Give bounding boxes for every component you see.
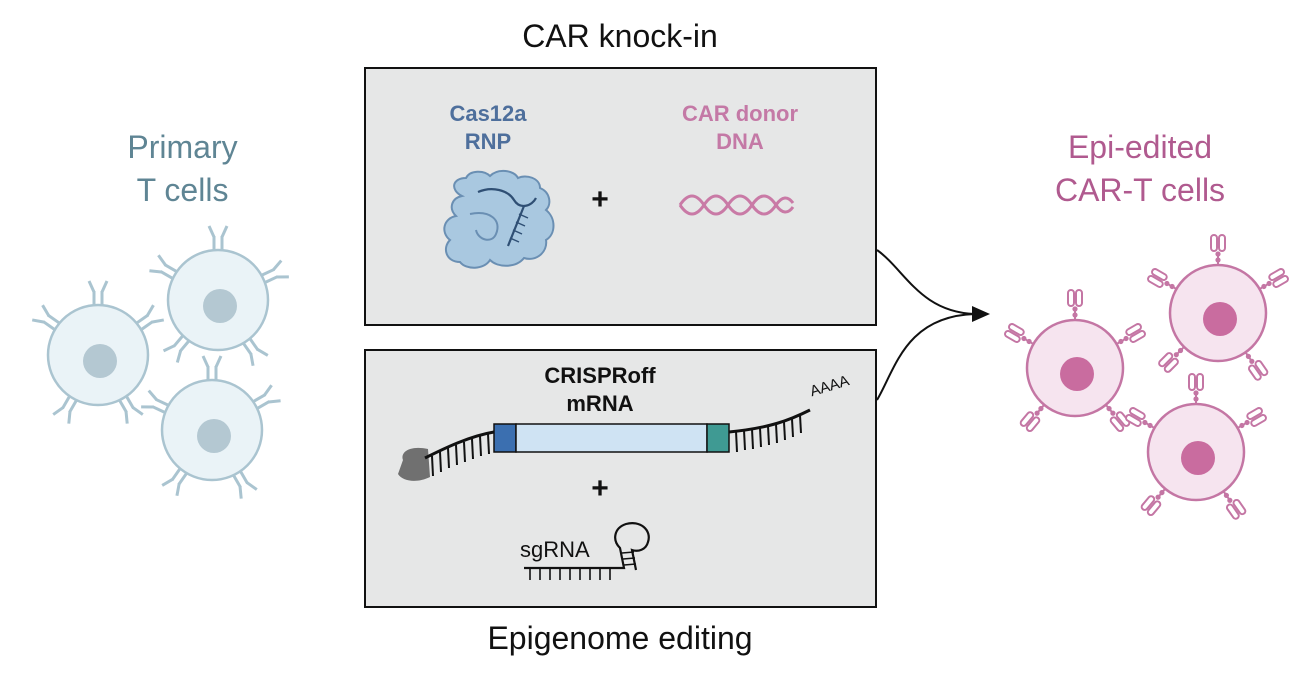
t-cell — [30, 279, 166, 426]
primary-label-line1: Primary — [127, 129, 238, 165]
cas12a-rnp-icon — [443, 170, 555, 269]
epigenome-editing-title: Epigenome editing — [487, 620, 753, 656]
donor-label-line2: DNA — [716, 129, 764, 154]
car-t-cell — [1002, 289, 1148, 434]
epi-label-line2: CAR-T cells — [1054, 172, 1226, 208]
crisproff-mrna-icon — [398, 408, 811, 481]
car-donor-dna-icon — [678, 194, 795, 216]
t-cell — [147, 224, 291, 368]
sgrna-label: sgRNA — [520, 537, 590, 562]
sgrna-icon — [524, 522, 650, 580]
primary-label-line2: T cells — [136, 172, 229, 208]
crisproff-label-line1: CRISPRoff — [544, 363, 656, 388]
cas-label-line1: Cas12a — [449, 101, 527, 126]
epi-label-line1: Epi-edited — [1067, 129, 1213, 165]
car-knock-in-panel — [364, 67, 877, 326]
car-donor-dna-label: CAR donor DNA — [650, 100, 830, 156]
epi-edited-car-t-label: Epi-edited CAR-T cells — [1015, 126, 1265, 212]
cas12a-rnp-label: Cas12a RNP — [428, 100, 548, 156]
five-prime-cap-icon — [398, 447, 430, 481]
car-knock-in-title: CAR knock-in — [522, 18, 718, 54]
car-t-cell — [1145, 234, 1291, 382]
primary-t-cells-label: Primary T cells — [80, 126, 285, 212]
crisproff-label-line2: mRNA — [566, 391, 634, 416]
donor-label-line1: CAR donor — [681, 101, 799, 126]
epigenome-editing-panel — [364, 349, 877, 608]
plus-sign-bottom: + — [591, 472, 609, 505]
t-cell — [139, 354, 283, 501]
plus-sign-top: + — [591, 183, 609, 216]
car-t-cell — [1123, 373, 1269, 521]
crisproff-mrna-label: CRISPRoff mRNA — [510, 362, 690, 418]
cas-label-line2: RNP — [464, 129, 512, 154]
converging-arrow — [876, 249, 990, 401]
arrow-head-icon — [972, 306, 990, 322]
